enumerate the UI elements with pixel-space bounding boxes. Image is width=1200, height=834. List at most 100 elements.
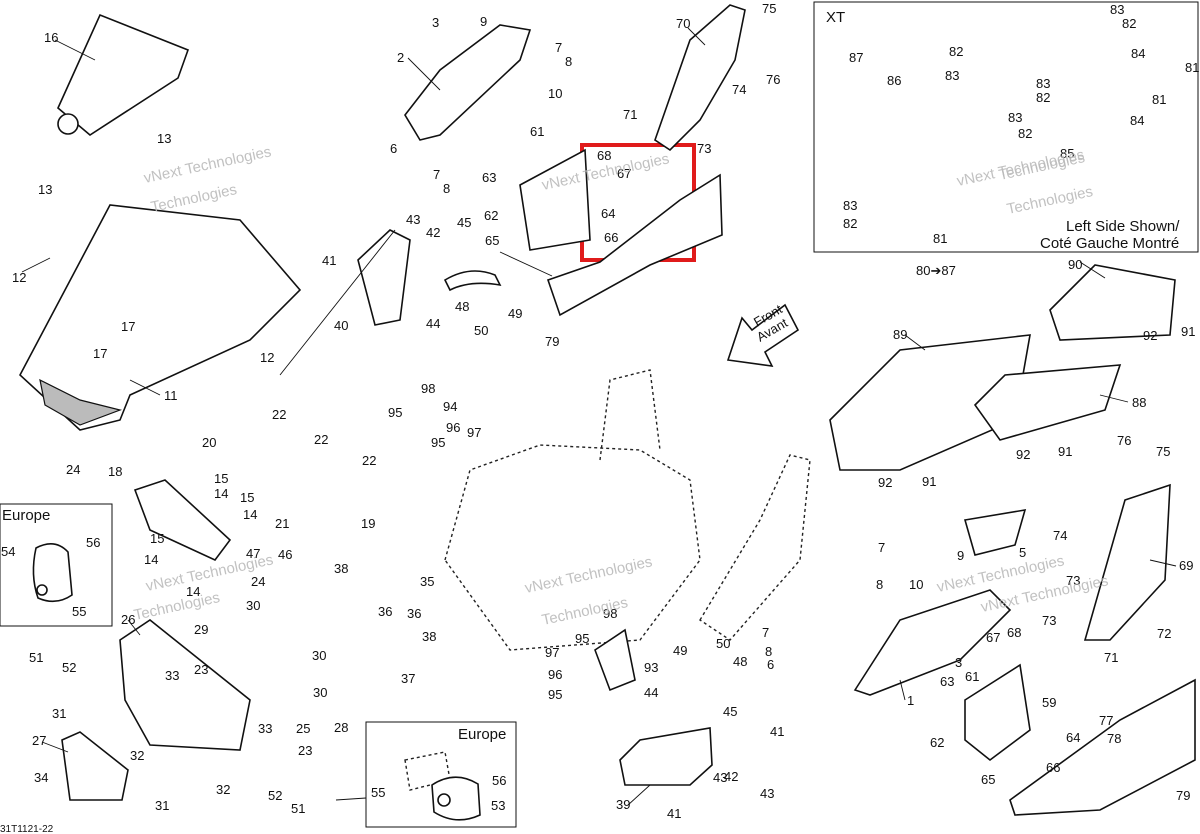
part-53-headlight-europe — [431, 776, 481, 821]
callout-47: 47 — [246, 546, 260, 561]
callout-73-b: 73 — [1066, 573, 1080, 588]
callout-27: 27 — [32, 733, 46, 748]
callout-25: 25 — [296, 721, 310, 736]
callout-84-b: 84 — [1131, 46, 1145, 61]
callout-40: 40 — [334, 318, 348, 333]
callout-98-b: 98 — [603, 606, 617, 621]
europe-inset-bottom-title: Europe — [458, 726, 506, 743]
part-18-grille — [133, 479, 232, 561]
callout-41-b: 41 — [770, 724, 784, 739]
watermark-8: vNext Technologies — [523, 553, 654, 597]
callout-51-a: 51 — [29, 650, 43, 665]
callout-7-b: 7 — [433, 167, 440, 182]
callout-33-a: 33 — [165, 668, 179, 683]
callout-63: 63 — [482, 170, 496, 185]
leader-39 — [627, 784, 651, 806]
callout-9: 9 — [480, 14, 487, 29]
callout-69: 69 — [1179, 558, 1193, 573]
callout-91-c: 91 — [922, 474, 936, 489]
callout-14-d: 14 — [186, 584, 200, 599]
callout-6-b: 6 — [767, 657, 774, 672]
callout-74-b: 74 — [1053, 528, 1067, 543]
callout-46: 46 — [278, 547, 292, 562]
callout-45: 45 — [457, 215, 471, 230]
callout-66-b: 66 — [1046, 760, 1060, 775]
callout-65: 65 — [485, 233, 499, 248]
part-64-panel — [519, 148, 591, 251]
callout-78: 78 — [1107, 731, 1121, 746]
callout-7-d: 7 — [762, 625, 769, 640]
callout-22-b: 22 — [314, 432, 328, 447]
callout-76-b: 76 — [1117, 433, 1131, 448]
callout-73-a: 73 — [697, 141, 711, 156]
callout-31-b: 31 — [155, 798, 169, 813]
callout-54: 54 — [1, 544, 15, 559]
callout-44: 44 — [426, 316, 440, 331]
part-69-side-panel — [1083, 483, 1171, 641]
callout-50-b: 50 — [716, 636, 730, 651]
callout-95-d: 95 — [548, 687, 562, 702]
callout-59: 59 — [1042, 695, 1056, 710]
callout-16: 16 — [44, 30, 58, 45]
callout-43: 43 — [406, 212, 420, 227]
callout-22-a: 22 — [272, 407, 286, 422]
callout-97-b: 97 — [545, 645, 559, 660]
callout-55-a: 55 — [72, 604, 86, 619]
front-arrow: Front Avant — [726, 301, 800, 367]
callout-62: 62 — [484, 208, 498, 223]
callout-82-a: 82 — [949, 44, 963, 59]
callout-3: 3 — [432, 15, 439, 30]
callout-32-a: 32 — [130, 748, 144, 763]
part-78-rocker-panel — [1009, 678, 1196, 816]
part-40-bracket — [357, 229, 411, 326]
leader-long-6 — [279, 229, 396, 376]
front-arrow-shape — [726, 303, 800, 367]
leader-70 — [687, 27, 706, 46]
callout-38-b: 38 — [422, 629, 436, 644]
callout-30-c: 30 — [313, 685, 327, 700]
callout-73-c: 73 — [1042, 613, 1056, 628]
callout-82-d: 82 — [1122, 16, 1136, 31]
callout-3-b: 3 — [955, 655, 962, 670]
callout-30-a: 30 — [246, 598, 260, 613]
callout-5: 5 — [1019, 545, 1026, 560]
callout-21: 21 — [275, 516, 289, 531]
callout-91-b: 91 — [1058, 444, 1072, 459]
part-27-skid-plate — [61, 731, 129, 801]
callout-52-b: 52 — [268, 788, 282, 803]
callout-67-a: 67 — [617, 166, 631, 181]
callout-67-b: 67 — [986, 630, 1000, 645]
callout-12-b: 12 — [260, 350, 274, 365]
callout-42-b: 42 — [724, 769, 738, 784]
callout-68-b: 68 — [1007, 625, 1021, 640]
callout-75-a: 75 — [762, 1, 776, 16]
part-16-top-cover — [57, 13, 190, 136]
callout-63-b: 63 — [940, 674, 954, 689]
callout-17-a: 17 — [121, 319, 135, 334]
callout-95-c: 95 — [575, 631, 589, 646]
callout-65-b: 65 — [981, 772, 995, 787]
callout-61-b: 61 — [965, 669, 979, 684]
callout-74-a: 74 — [732, 82, 746, 97]
callout-91-a: 91 — [1181, 324, 1195, 339]
part-26-bumper — [119, 619, 251, 751]
callout-48-b: 48 — [733, 654, 747, 669]
callout-53: 53 — [491, 798, 505, 813]
callout-8-c: 8 — [876, 577, 883, 592]
europe-inset-bottom-frame — [365, 721, 517, 828]
callout-2: 2 — [397, 50, 404, 65]
watermark-5: Technologies — [1005, 183, 1094, 218]
callout-83-e: 83 — [843, 198, 857, 213]
xt-inset-caption-2: Coté Gauche Montré — [1040, 235, 1179, 252]
watermark-2: Technologies — [149, 181, 238, 216]
callout-98-a: 98 — [421, 381, 435, 396]
callout-88: 88 — [1132, 395, 1146, 410]
part-55-bracket — [404, 751, 451, 791]
callout-17-b: 17 — [93, 346, 107, 361]
leader-89 — [904, 334, 926, 351]
leader-88 — [1099, 394, 1129, 403]
callout-45-b: 45 — [723, 704, 737, 719]
callout-7-a: 7 — [555, 40, 562, 55]
callout-64-b: 64 — [1066, 730, 1080, 745]
